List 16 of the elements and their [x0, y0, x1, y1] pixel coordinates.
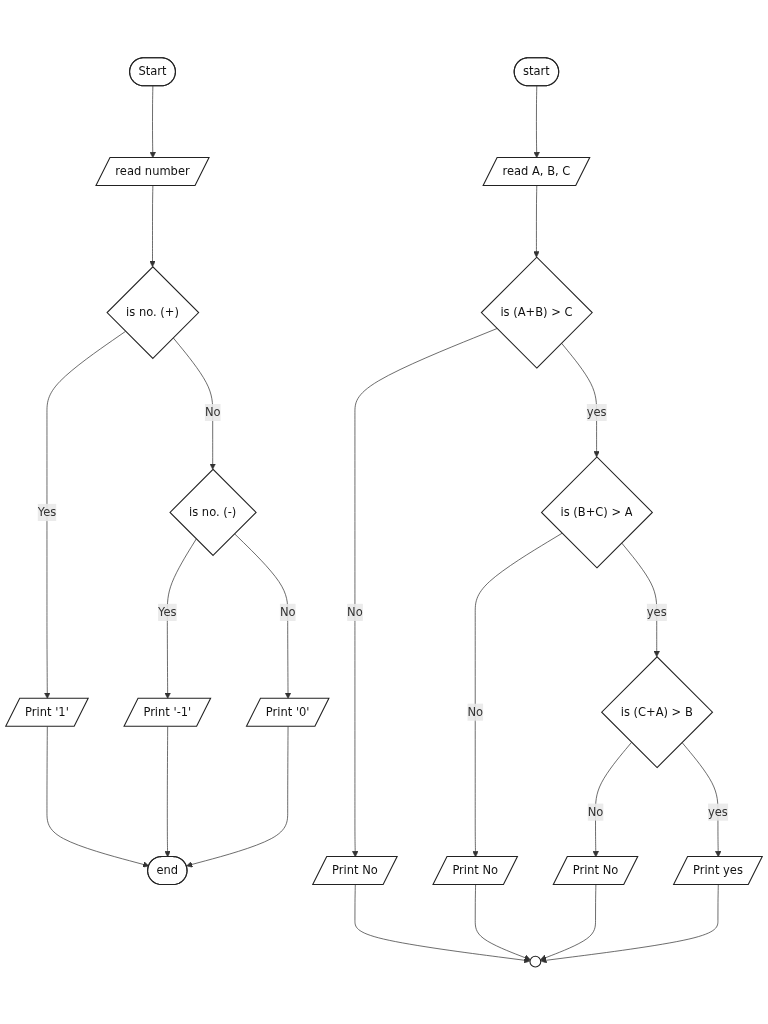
edge-label: yes [708, 804, 728, 819]
edge-label: Yes [158, 604, 177, 619]
edge-label: Yes [37, 504, 57, 519]
node-diamond: is (C+A) > B [600, 655, 714, 768]
edge-label: yes [646, 604, 667, 619]
node-diamond: is (B+C) > A [540, 455, 654, 569]
node-diamond: is no. (+) [106, 265, 200, 359]
edge-label: No [204, 404, 221, 419]
edge-label: No [467, 704, 484, 719]
edge-label: No [279, 604, 296, 619]
node-circle [529, 955, 542, 968]
edge-label: yes [586, 404, 607, 419]
edge-label: No [347, 604, 363, 619]
edge-label: No [587, 804, 604, 819]
node-diamond: is no. (-) [169, 468, 257, 556]
node-diamond: is (A+B) > C [480, 256, 593, 369]
